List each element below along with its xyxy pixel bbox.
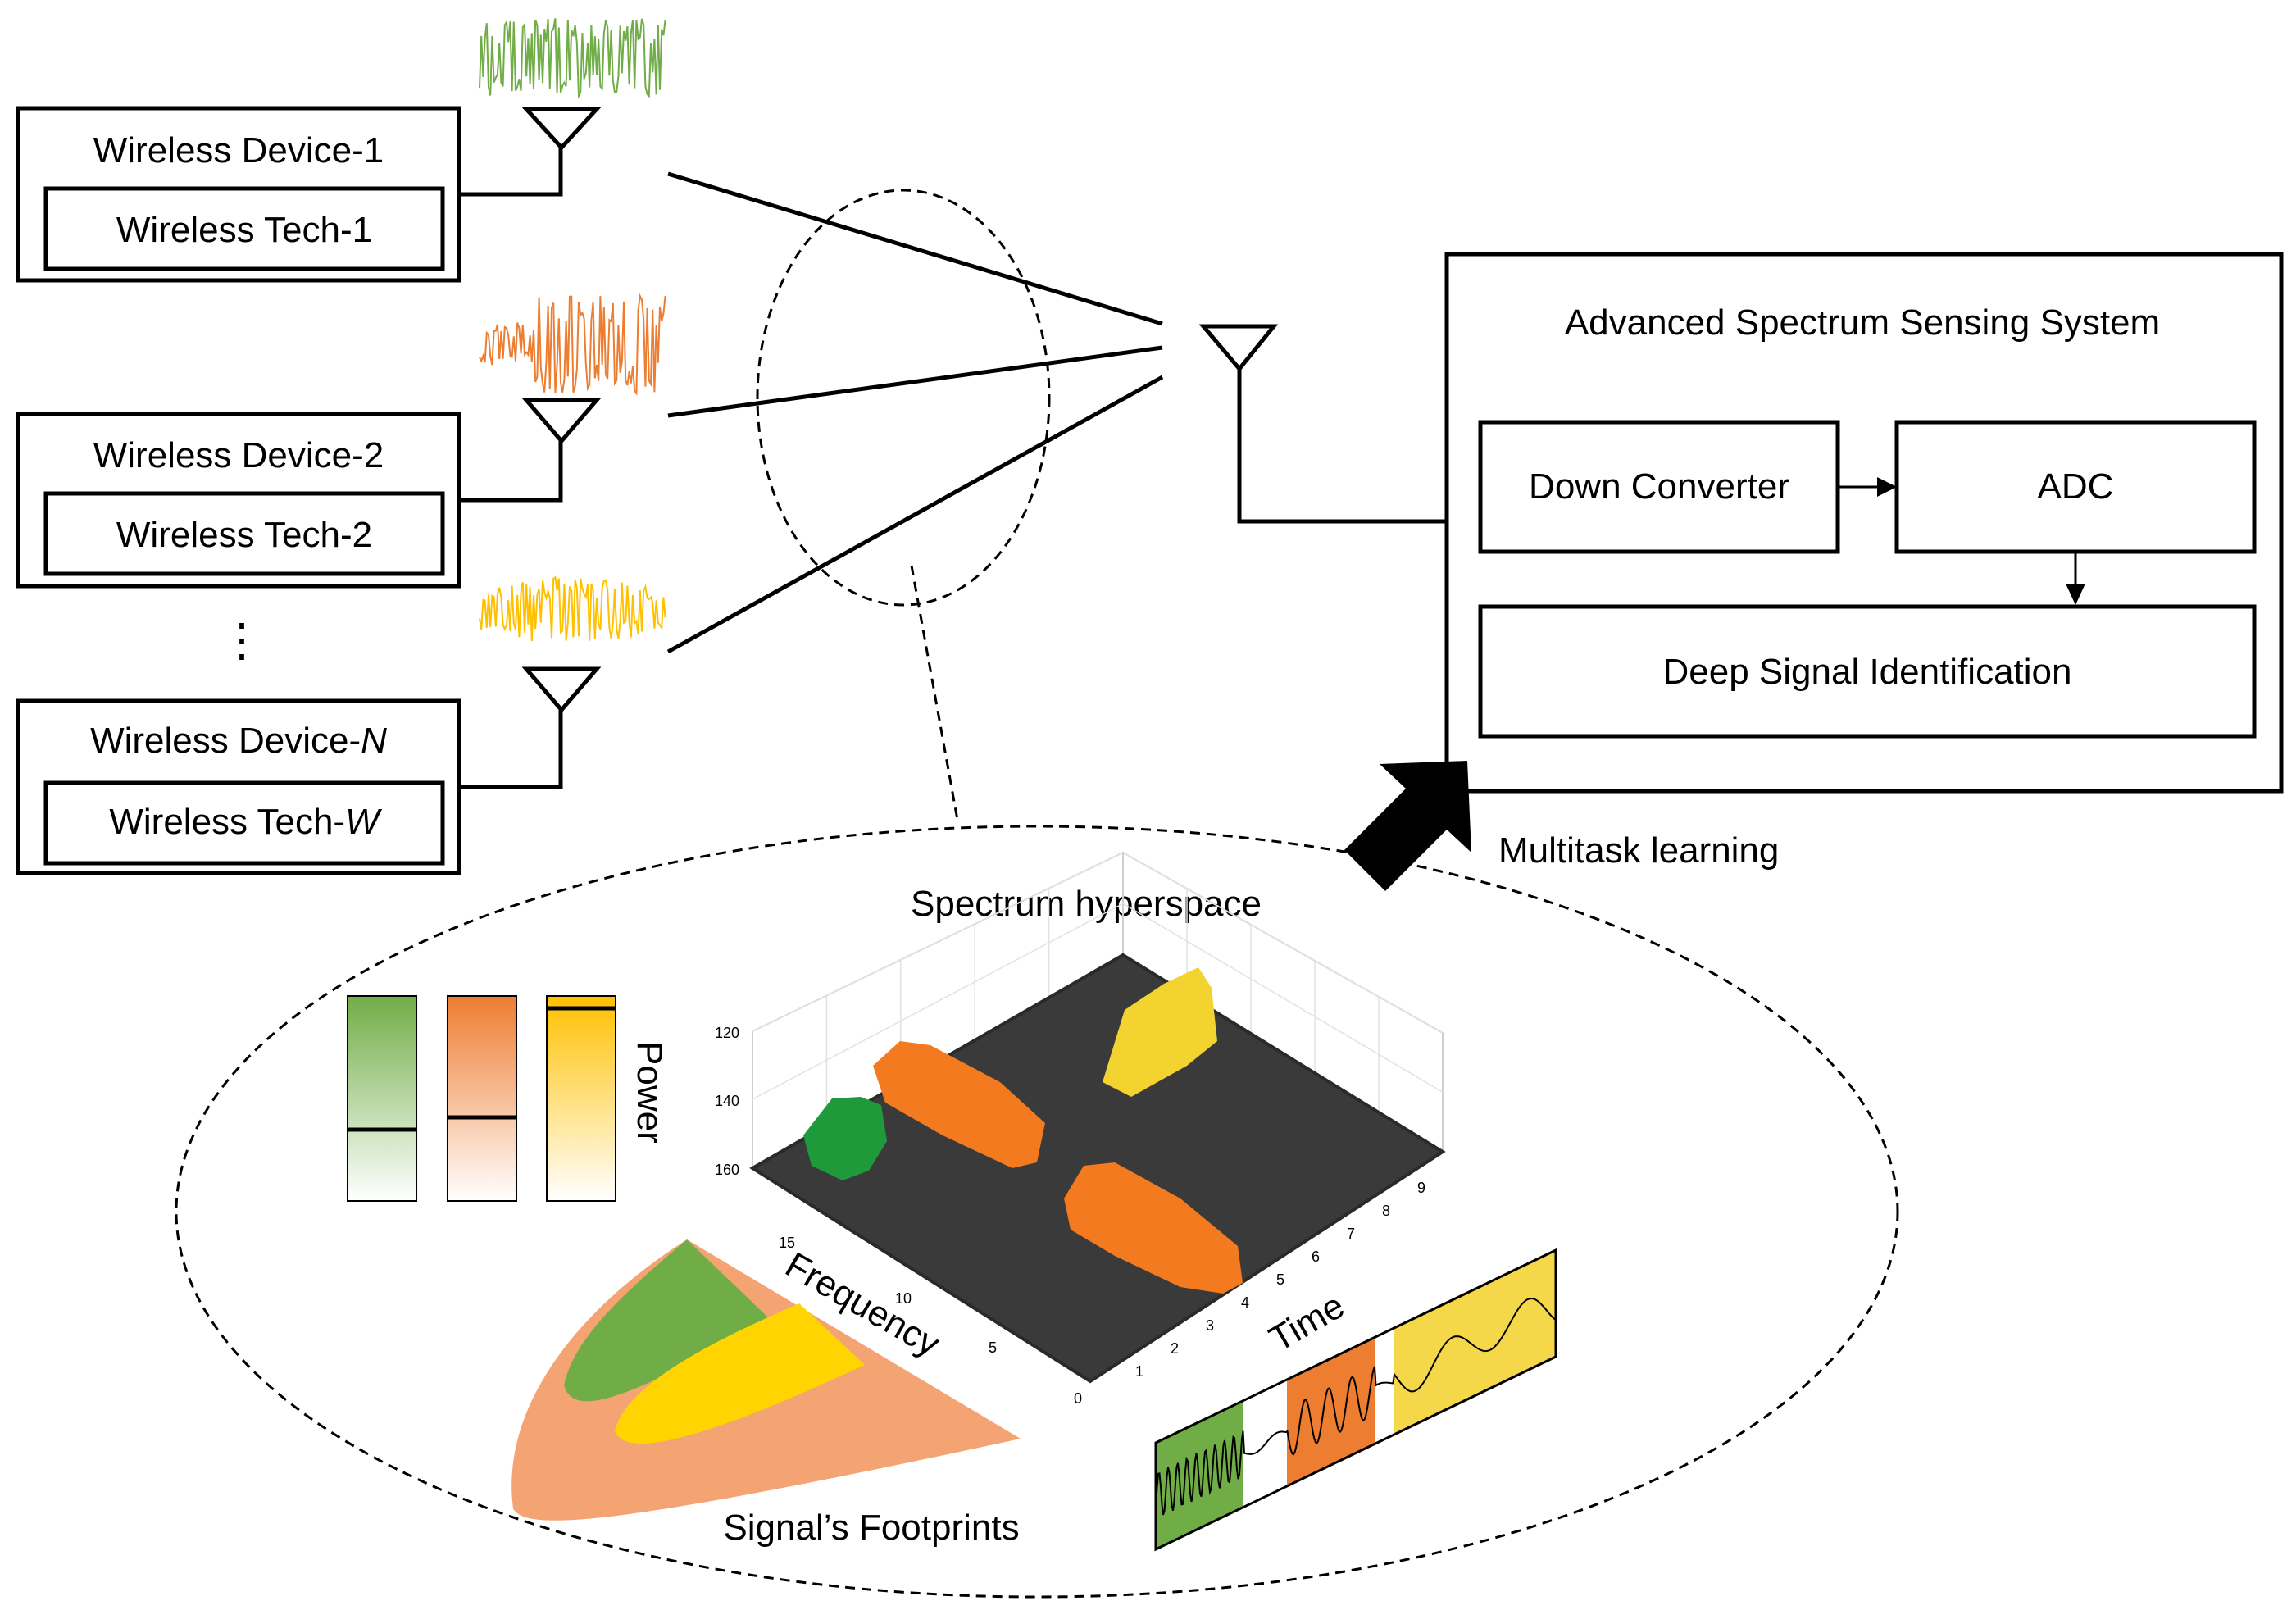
power-axis-label: Power: [630, 1041, 670, 1144]
signal-blob-yellow: [1103, 967, 1217, 1097]
tech-w-box: [43, 780, 445, 866]
strip-segment-yellow: [1394, 1250, 1556, 1435]
hyperspace-title: Spectrum hyperspace: [911, 884, 1262, 924]
hyperspace-ellipse: [175, 825, 1899, 1599]
time-tick-label: 1: [1135, 1363, 1143, 1380]
link-1: [667, 171, 1163, 326]
signal-blob-green: [803, 1097, 887, 1180]
time-tick-label: 5: [1276, 1271, 1284, 1288]
strip-segment-orange: [1287, 1336, 1375, 1485]
z-tick-label: 160: [715, 1162, 739, 1178]
tech-1-box: [43, 186, 445, 271]
noise-trace: [479, 575, 666, 642]
freq-tick-label: 15: [779, 1235, 795, 1251]
footprints-label: Signal’s Footprints: [723, 1508, 1019, 1548]
propagation-links: [666, 171, 1164, 654]
multitask-label: Multitask learning: [1498, 830, 1779, 871]
down-converter-label: Down Converter: [1529, 466, 1789, 507]
device-n: Wireless Device-N Wireless Tech-W: [16, 575, 666, 875]
receiver-antenna-icon: [1198, 324, 1279, 372]
z-tick-label: 120: [715, 1025, 739, 1041]
power-bar-orange: [447, 995, 517, 1202]
link-2: [667, 345, 1163, 418]
device-2-label: Wireless Device-2: [93, 435, 384, 475]
noise-trace: [479, 293, 666, 396]
footprint-green: [564, 1239, 771, 1402]
ellipsis-vertical: ⋮: [219, 614, 265, 666]
adc-label: ADC: [2038, 466, 2114, 507]
time-tick-label: 3: [1206, 1317, 1214, 1334]
device-1-label: Wireless Device-1: [93, 130, 384, 171]
power-bars: Power: [347, 995, 670, 1202]
device-n-label: Wireless Device-N: [90, 721, 387, 761]
sensing-system-box: [1444, 252, 2284, 794]
tech-w-label: Wireless Tech-W: [109, 802, 382, 842]
frequency-axis-ticks: 15 10 5 0: [779, 1235, 1082, 1407]
yellow-signal-waveform: [479, 575, 666, 642]
tech-1-label: Wireless Tech-1: [116, 210, 372, 250]
device-2: Wireless Device-2 Wireless Tech-2: [16, 293, 666, 589]
freq-tick-label: 10: [895, 1290, 912, 1307]
time-axis-label: Time: [1263, 1285, 1352, 1360]
device-2-antenna-feed: [459, 441, 563, 503]
multitask-arrow-icon: [1344, 761, 1471, 891]
receiver-feed: [1237, 369, 1447, 524]
device-1-antenna-icon: [521, 107, 602, 151]
gridline: [752, 852, 1124, 1032]
signal-blob-orange-1: [873, 1041, 1045, 1168]
gridline: [1122, 852, 1444, 1034]
freq-tick-label: 0: [1074, 1390, 1082, 1407]
device-1-antenna-feed: [459, 148, 563, 197]
strip-segment-green: [1156, 1400, 1243, 1549]
gridline: [1122, 903, 1444, 1093]
z-tick-label: 140: [715, 1093, 739, 1109]
link-n: [666, 375, 1164, 654]
time-tick-label: 2: [1171, 1340, 1179, 1357]
gridline: [752, 903, 1124, 1100]
time-tick-label: 8: [1382, 1203, 1390, 1219]
device-n-antenna-icon: [521, 666, 602, 713]
device-n-antenna-feed: [459, 710, 563, 789]
dc-to-adc-arrowhead: [1877, 477, 1897, 497]
device-2-antenna-icon: [521, 398, 602, 444]
zoom-connector: [910, 565, 959, 821]
freq-tick-label: 5: [989, 1339, 997, 1356]
green-signal-waveform: [479, 18, 666, 99]
time-tick-label: 9: [1417, 1180, 1425, 1196]
tech-2-label: Wireless Tech-2: [116, 515, 372, 555]
noise-trace: [479, 18, 666, 99]
dsi-label: Deep Signal Identification: [1663, 652, 2072, 692]
tech-2-box: [43, 491, 445, 576]
sensing-system: Advanced Spectrum Sensing System Down Co…: [1444, 252, 2284, 794]
dsi-box: [1478, 604, 2257, 739]
adc-to-dsi-arrowhead: [2066, 584, 2085, 605]
z-axis-ticks: 120 140 160: [715, 1025, 739, 1178]
time-domain-strip: [1154, 1248, 1557, 1552]
strip-border: [1154, 1248, 1557, 1552]
sensing-system-title: Advanced Spectrum Sensing System: [1565, 302, 2160, 343]
strip-waveform-trace: [1156, 1298, 1556, 1516]
device-1: Wireless Device-1 Wireless Tech-1: [16, 18, 666, 283]
channel-ellipse: [756, 189, 1051, 607]
orange-signal-waveform: [479, 293, 666, 396]
signal-footprints: Signal’s Footprints: [511, 1239, 1021, 1548]
time-tick-label: 6: [1312, 1248, 1320, 1265]
signal-blob-orange-2: [1064, 1162, 1243, 1294]
time-tick-label: 7: [1347, 1226, 1355, 1242]
time-tick-label: 4: [1241, 1294, 1249, 1311]
power-bar-green: [347, 995, 417, 1202]
footprint-yellow: [615, 1303, 865, 1444]
time-axis-ticks: 1 2 3 4 5 6 7 8 9: [1135, 1180, 1425, 1380]
power-bar-yellow: [546, 995, 616, 1202]
